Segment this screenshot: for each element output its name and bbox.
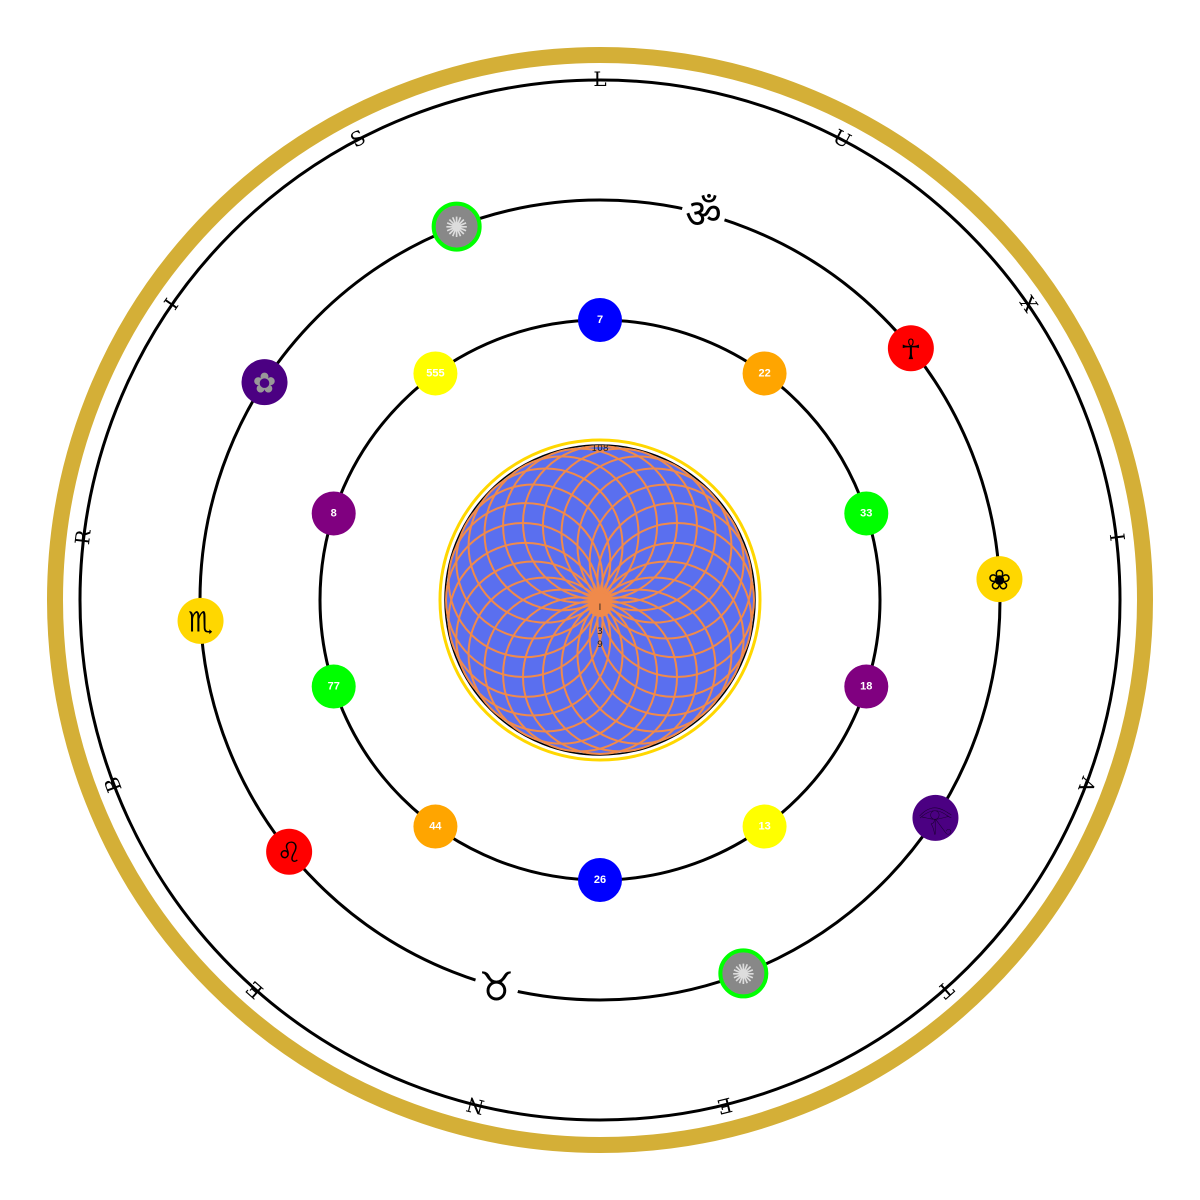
center-label: I — [599, 603, 602, 613]
number-node-badge — [311, 664, 356, 709]
mandala-symbol-badge — [241, 359, 288, 406]
chakra-symbol: ✺ — [431, 201, 482, 252]
mandala-symbol: ✿ — [241, 359, 288, 406]
mandala-icon: ✿ — [253, 367, 276, 400]
eye-of-horus-icon: 𓂀 — [918, 802, 953, 835]
ankh-symbol-badge — [887, 325, 934, 372]
eye-of-horus-symbol: 𓂀 — [912, 794, 959, 841]
taurus-symbol: ♉ — [474, 964, 519, 1010]
torus-circle — [576, 467, 733, 624]
number-node: 26 — [578, 858, 622, 902]
number-node: 7 — [578, 298, 622, 342]
torus-circle — [588, 483, 745, 640]
number-node: 77 — [311, 664, 356, 709]
leo-symbol: ♌ — [266, 828, 313, 875]
number-node-badge — [311, 491, 356, 536]
outer-letter-ring — [78, 78, 1122, 1122]
ring-letter: S — [346, 125, 369, 153]
symbol-nodes: ॐ ☥ ❀ 𓂀 ✺ ♉ ♌ ♏ ✿ ✺ — [177, 191, 1023, 1010]
number-node: 18 — [844, 664, 889, 709]
leo-icon: ♌ — [277, 836, 302, 869]
taurus-icon: ♉ — [479, 964, 515, 1010]
number-node: 13 — [742, 804, 787, 849]
ring-letter: A — [1073, 773, 1101, 796]
number-node-label: 18 — [860, 681, 872, 693]
torus-circle — [541, 447, 698, 604]
number-node-label: 77 — [328, 681, 340, 693]
number-node-label: 33 — [860, 507, 872, 519]
torus-circle — [596, 502, 753, 659]
number-node-badge — [742, 351, 787, 396]
center-top-label: 108 — [591, 444, 608, 454]
number-node-badge — [578, 298, 622, 342]
scorpio-icon: ♏ — [188, 605, 213, 638]
number-node: 33 — [844, 491, 889, 536]
sri-yantra-symbol-badge — [718, 948, 769, 999]
lotus-symbol: ❀ — [976, 556, 1023, 603]
number-node-label: 44 — [429, 821, 442, 833]
center-halo — [438, 438, 762, 762]
number-nodes: 7 22 33 18 13 26 44 77 8 555 — [311, 298, 889, 902]
chakra-icon: ✺ — [445, 211, 468, 244]
ring-letter: U — [829, 124, 855, 153]
number-node-label: 13 — [758, 821, 770, 833]
leo-symbol-badge — [266, 828, 313, 875]
ring-letter: B — [99, 774, 127, 796]
number-node-badge — [844, 491, 889, 536]
sri-yantra-symbol: ✺ — [718, 948, 769, 999]
number-node: 555 — [413, 351, 458, 396]
ring-letter: N — [464, 1092, 487, 1119]
center-core — [588, 593, 612, 617]
torus-circle — [560, 455, 717, 612]
lotus-icon: ❀ — [988, 564, 1011, 597]
om-symbol-badge — [681, 191, 726, 236]
ankh-symbol: ☥ — [887, 325, 934, 372]
eye-of-horus-symbol-badge — [912, 794, 959, 841]
number-node-label: 8 — [331, 507, 337, 519]
number-node: 8 — [311, 491, 356, 536]
number-node-badge — [413, 804, 458, 849]
scorpio-symbol-badge — [177, 597, 224, 644]
ring-letter: L — [593, 67, 606, 91]
scorpio-symbol: ♏ — [177, 597, 224, 644]
ring-letter: I — [159, 294, 183, 314]
om-icon: ॐ — [685, 192, 721, 238]
ankh-icon: ☥ — [900, 333, 921, 366]
outer-gold-frame — [47, 47, 1153, 1153]
center-sub-label-2: 9 — [597, 640, 603, 650]
sri-yantra-icon: ✺ — [732, 958, 755, 991]
number-node: 44 — [413, 804, 458, 849]
number-node-label: 22 — [758, 367, 770, 379]
ring-letter: R — [70, 527, 96, 546]
chakra-symbol-badge — [431, 201, 482, 252]
center-sub-label-1: 3 — [597, 627, 603, 637]
number-node-badge — [742, 804, 787, 849]
om-symbol: ॐ — [681, 191, 726, 238]
ring-letter: E — [715, 1092, 735, 1119]
number-node-label: 26 — [594, 874, 606, 886]
number-node-badge — [844, 664, 889, 709]
number-node-label: 555 — [426, 367, 444, 379]
number-node-badge — [578, 858, 622, 902]
number-node: 22 — [742, 351, 787, 396]
taurus-symbol-badge — [474, 964, 519, 1009]
ring-letter: X — [1015, 291, 1043, 317]
center-flower-of-life: 108 I 3 9 — [438, 438, 762, 762]
number-node-badge — [413, 351, 458, 396]
number-node-label: 7 — [597, 314, 603, 326]
ring-letter: I — [1105, 532, 1130, 543]
lotus-symbol-badge — [976, 556, 1023, 603]
